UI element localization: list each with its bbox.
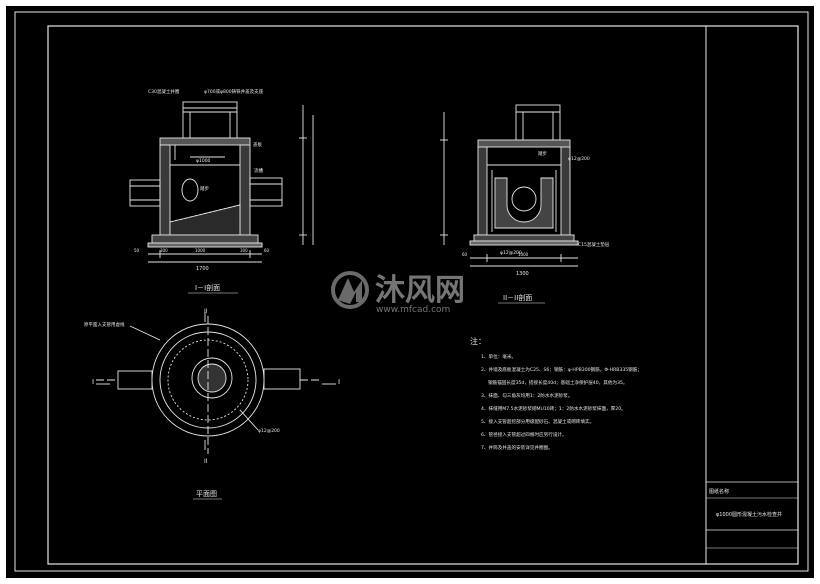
plan-pipe-label: 原平面入支管用虚线: [84, 321, 125, 328]
section-2-2-labels: 踏步 φ12@200 φ12@200 C15混凝土垫层 1300 1000 60…: [462, 150, 610, 304]
note-item-8: 7、井筒及井盖的安装详见井圈图。: [481, 444, 553, 451]
plan-view: [96, 312, 336, 454]
note-item-7: 6、管径接入支管超过四根时应另行设计。: [481, 431, 567, 438]
annotation-channel: 流槽: [254, 167, 263, 174]
notes-block: 注： 1、单位：毫米。 2、井墙及底板混凝土为C25、S6；钢筋：φ-HPB30…: [470, 336, 642, 451]
annotation-step: 踏步: [200, 185, 209, 192]
title-block-label: 图纸名称: [709, 488, 729, 495]
plan-axis-i-right: I: [338, 378, 340, 386]
plan-title: 平面图: [196, 490, 217, 498]
dim-total-width: 1700: [196, 266, 209, 272]
section2-base-label: C15混凝土垫层: [578, 241, 610, 248]
section2-step-label: 踏步: [538, 150, 547, 157]
section-1-1: [129, 101, 314, 263]
section2-rebar-label: φ12@200: [568, 156, 590, 162]
section-2-2: [440, 104, 579, 267]
plan-axis-ii-bottom: II: [204, 458, 208, 465]
note-item-5: 4、抹缝用M7.5水泥砂浆砌MU10砖；1：2防水水泥砂浆抹面，厚20。: [481, 405, 626, 412]
watermark-url: www.mfcad.com: [376, 305, 450, 315]
drawing-background: [6, 6, 814, 578]
title-block: 图纸名称 φ1000圆形混凝土污水检查井: [705, 26, 798, 564]
plan-axis-ii-top: II: [204, 308, 208, 315]
plan-view-labels: 原平面入支管用虚线 I I II II φ12@200 平面图: [84, 308, 340, 500]
watermark-brand: 沐风网: [375, 273, 465, 308]
outer-border: [14, 11, 809, 572]
section2-rebar-bottom: φ12@200: [500, 250, 522, 256]
note-item-1: 1、单位：毫米。: [481, 353, 516, 360]
plan-axis-i-left: I: [92, 378, 94, 386]
dim-margin-2: 60: [264, 248, 270, 253]
annotation-manhole-cover: φ700或φ800铸铁井盖及支座: [204, 88, 264, 95]
dim-margin: 50: [134, 248, 140, 253]
dim-left-wall: 300: [160, 248, 168, 253]
note-item-3: 钢筋锚固长度35d，搭接长度40d；基础土净保护层40，其他为35。: [488, 379, 627, 386]
note-item-6: 5、接入支管超挖部分用级配砂石、混凝土或砌砖填实。: [481, 418, 594, 425]
watermark-logo-icon: [331, 271, 369, 309]
section-2-title: II－II剖面: [503, 293, 532, 302]
section-1-title: I－I剖面: [195, 283, 220, 292]
section-1-1-labels: C30混凝土井圈 φ700或φ800铸铁井盖及支座 盖板 踏步 流槽 φ1000…: [134, 88, 270, 294]
dim-inner: 1000: [195, 248, 206, 253]
note-item-2: 2、井墙及底板混凝土为C25、S6；钢筋：φ-HPB300钢筋，Φ-HRB335…: [481, 366, 642, 373]
inner-frame: [47, 25, 799, 565]
annotation-well-ring: C30混凝土井圈: [148, 88, 180, 95]
notes-heading: 注：: [470, 336, 486, 346]
annotation-diameter: φ1000: [196, 158, 211, 164]
annotation-cover-slab: 盖板: [253, 141, 262, 148]
note-item-4: 3、抹面、勾三角灰均用1：2防水水泥砂浆。: [481, 392, 572, 399]
section2-dim-inner: 1000: [518, 252, 529, 257]
drawing-name: φ1000圆形混凝土污水检查井: [716, 511, 782, 518]
watermark: 沐风网 www.mfcad.com: [331, 271, 465, 315]
section2-dim-total: 1300: [516, 271, 529, 277]
section2-dim-margin: 60: [462, 252, 468, 257]
dim-right-wall: 300: [240, 248, 248, 253]
plan-rebar-label: φ12@200: [258, 428, 280, 434]
